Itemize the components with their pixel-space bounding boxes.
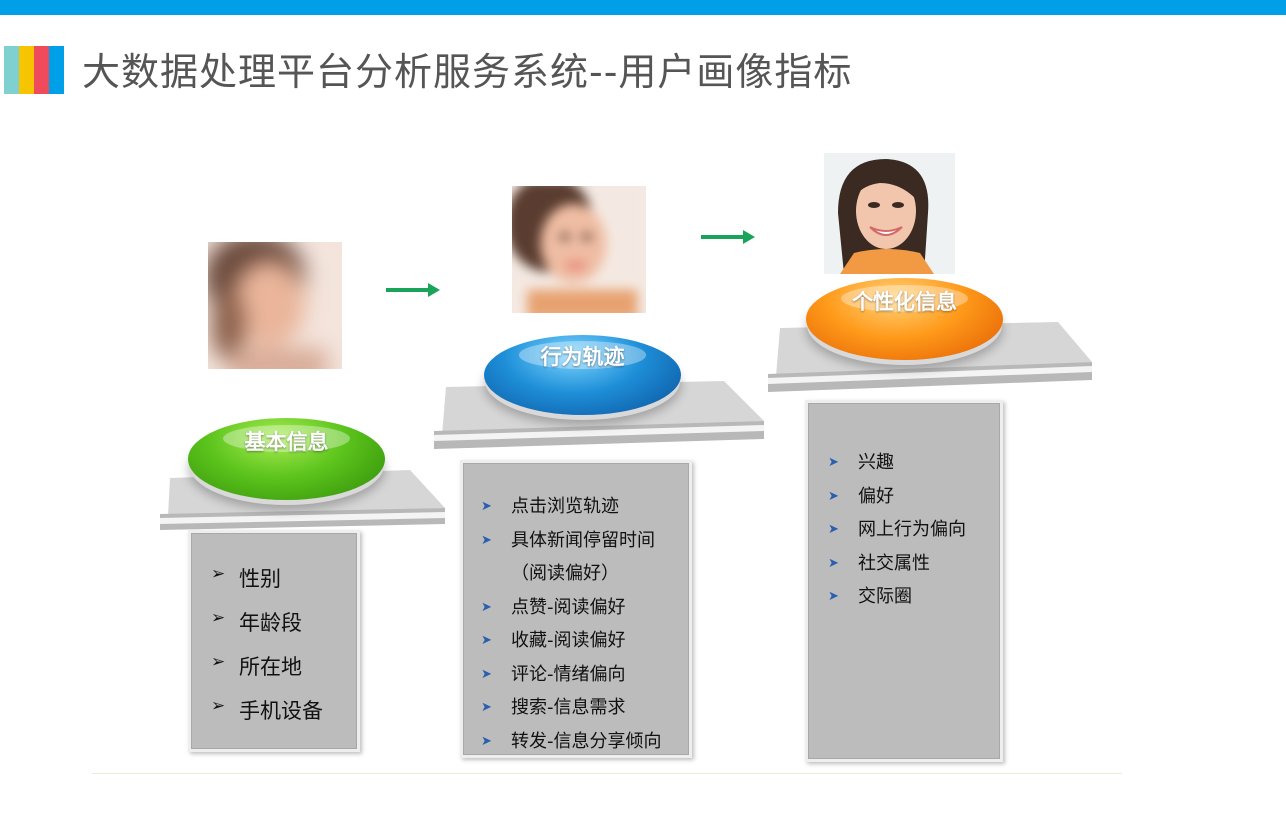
arrowhead-bullet-icon: ➢ — [211, 608, 226, 628]
triangle-bullet-icon: ➤ — [828, 455, 839, 470]
basic-info-list: ➢性别 ➢年龄段 ➢所在地 ➢手机设备 — [188, 530, 360, 752]
list-item: ➤点赞-阅读偏好 — [481, 594, 689, 628]
clear-portrait-3 — [824, 153, 955, 274]
personalized-info-button[interactable]: 个性化信息 — [806, 278, 1003, 360]
list-item: ➤转发-信息分享倾向 — [481, 728, 689, 762]
triangle-bullet-icon: ➤ — [828, 555, 839, 571]
triangle-bullet-icon: ➤ — [481, 532, 492, 548]
triangle-bullet-icon: ➤ — [481, 599, 492, 615]
list-item: ➤搜索-信息需求 — [481, 694, 689, 728]
basic-info-label: 基本信息 — [244, 430, 329, 454]
list-item: ➤点击浏览轨迹 — [481, 493, 689, 527]
list-item: ➢手机设备 — [211, 696, 323, 723]
stage-behavior-trace: 行为轨迹 — [434, 335, 769, 465]
color-bars-logo — [4, 46, 64, 94]
list-item: ➤评论-情绪偏向 — [481, 661, 689, 695]
behavior-trace-label: 行为轨迹 — [540, 345, 625, 369]
basic-info-button[interactable]: 基本信息 — [188, 418, 385, 500]
triangle-bullet-icon: ➤ — [481, 733, 492, 749]
list-item: （阅读偏好） — [511, 563, 619, 584]
top-accent-bar — [0, 0, 1286, 15]
list-item: ➤网上行为偏向 — [828, 516, 1000, 550]
personalized-info-label: 个性化信息 — [852, 290, 957, 314]
list-item: ➢年龄段 — [211, 608, 302, 635]
list-item: ➤收藏-阅读偏好 — [481, 627, 689, 661]
personalized-info-list: ➤兴趣 ➤偏好 ➤网上行为偏向 ➤社交属性 ➤交际圈 — [805, 400, 1003, 762]
list-item: ➢性别 — [211, 564, 281, 591]
arrowhead-bullet-icon: ➢ — [211, 564, 226, 584]
baseline-divider — [92, 773, 1122, 774]
right-arrow-icon — [386, 283, 440, 297]
list-item: ➤社交属性 — [828, 550, 1000, 584]
list-item: ➤偏好 — [828, 483, 1000, 517]
list-item: ➤交际圈 — [828, 583, 1000, 617]
triangle-bullet-icon: ➤ — [828, 589, 839, 604]
triangle-bullet-icon: ➤ — [481, 633, 492, 648]
stage-basic-info: 基本信息 — [160, 418, 450, 548]
arrowhead-bullet-icon: ➢ — [211, 696, 226, 716]
blurred-portrait-1 — [208, 242, 342, 369]
list-item: ➤兴趣 — [828, 449, 1000, 483]
stage-personalized-info: 个性化信息 — [768, 278, 1098, 408]
right-arrow-icon — [701, 230, 755, 244]
page-title: 大数据处理平台分析服务系统--用户画像指标 — [82, 50, 853, 94]
arrowhead-bullet-icon: ➢ — [211, 652, 226, 672]
behavior-trace-list: ➤点击浏览轨迹 ➤具体新闻停留时间 （阅读偏好） ➤点赞-阅读偏好 ➤收藏-阅读… — [460, 460, 692, 758]
triangle-bullet-icon: ➤ — [481, 666, 492, 682]
soft-portrait-2 — [512, 186, 646, 313]
triangle-bullet-icon: ➤ — [828, 488, 839, 504]
list-item: ➢所在地 — [211, 652, 302, 679]
triangle-bullet-icon: ➤ — [481, 700, 492, 715]
triangle-bullet-icon: ➤ — [481, 499, 492, 514]
list-item: ➤具体新闻停留时间 — [481, 527, 689, 561]
triangle-bullet-icon: ➤ — [828, 522, 839, 537]
behavior-trace-button[interactable]: 行为轨迹 — [484, 335, 681, 415]
